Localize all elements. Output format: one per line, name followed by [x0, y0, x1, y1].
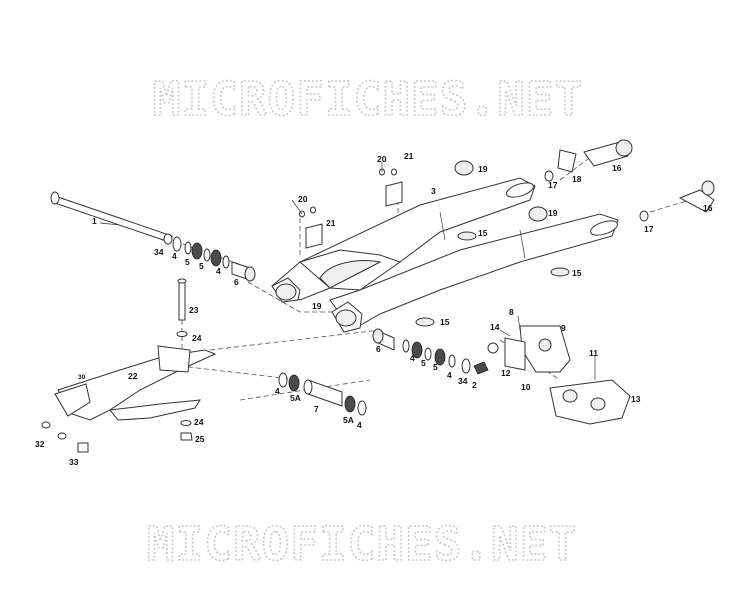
callout-34: 34 [458, 376, 468, 386]
center-bearing-stack [278, 372, 367, 416]
callout-20: 20 [377, 154, 387, 164]
watermark-bottom: MICROFICHES.NET [147, 517, 577, 571]
right-bearing-stack [372, 328, 499, 375]
chain-slider [41, 345, 217, 453]
callout-17: 17 [548, 180, 558, 190]
callout-5A: 5A [290, 393, 301, 403]
callout-24: 24 [192, 333, 202, 343]
callout-11: 11 [589, 348, 598, 358]
callout-33: 33 [69, 457, 79, 467]
callout-5: 5 [433, 362, 438, 372]
left-bearing-stack [172, 236, 256, 282]
callout-16: 16 [612, 163, 622, 173]
watermark-top: MICROFICHES.NET [153, 72, 583, 126]
leader-lines [99, 162, 596, 380]
callout-14: 14 [490, 322, 500, 332]
callout-18: 18 [572, 174, 582, 184]
callout-3: 3 [431, 186, 436, 196]
callout-32: 32 [35, 439, 45, 449]
callout-19: 19 [312, 301, 322, 311]
callout-8: 8 [509, 307, 514, 317]
callout-9: 9 [561, 323, 566, 333]
callout-labels: 1 34 4 5 5 4 6 3 19 19 19 20 21 20 21 15… [35, 151, 713, 467]
callout-23: 23 [189, 305, 199, 315]
callout-5A: 5A [343, 415, 354, 425]
callout-4: 4 [216, 266, 221, 276]
callout-30: 30 [78, 374, 86, 381]
callout-1: 1 [92, 216, 97, 226]
callout-4: 4 [275, 386, 280, 396]
callout-6: 6 [376, 344, 381, 354]
callout-4: 4 [172, 251, 177, 261]
axle [50, 191, 173, 245]
callout-21: 21 [326, 218, 336, 228]
callout-25: 25 [195, 434, 205, 444]
callout-19: 19 [478, 164, 488, 174]
callout-21: 21 [404, 151, 414, 161]
chain-guide-bracket [504, 325, 631, 425]
callout-19: 19 [548, 208, 558, 218]
callout-22: 22 [128, 371, 138, 381]
callout-15: 15 [478, 228, 488, 238]
cap-19-right [528, 206, 548, 222]
callout-13: 13 [631, 394, 641, 404]
pad-15-upper [457, 231, 477, 241]
callout-4: 4 [357, 420, 362, 430]
callout-10: 10 [521, 382, 531, 392]
swingarm [271, 177, 619, 333]
pad-15-center [415, 317, 435, 327]
callout-16: 16 [703, 203, 713, 213]
callout-5: 5 [185, 257, 190, 267]
callout-4: 4 [447, 370, 452, 380]
chain-adjusters [299, 139, 715, 249]
cap-19-top [454, 160, 474, 176]
callout-7: 7 [314, 404, 319, 414]
callout-34: 34 [154, 247, 164, 257]
bolt-23 [176, 278, 193, 441]
callout-4: 4 [410, 353, 415, 363]
callout-2: 2 [472, 380, 477, 390]
callout-5: 5 [199, 261, 204, 271]
callout-15: 15 [572, 268, 582, 278]
callout-5: 5 [421, 358, 426, 368]
callout-12: 12 [501, 368, 511, 378]
callout-17: 17 [644, 224, 654, 234]
callout-24: 24 [194, 417, 204, 427]
callout-6: 6 [234, 277, 239, 287]
pad-15-lower [550, 267, 570, 277]
callout-15: 15 [440, 317, 450, 327]
callout-20: 20 [298, 194, 308, 204]
